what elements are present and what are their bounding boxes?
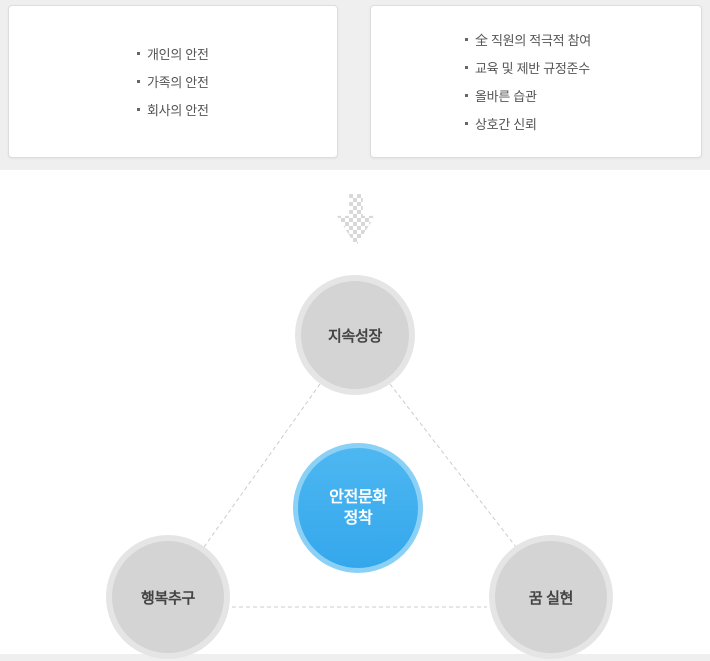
list-item: 가족의 안전 xyxy=(137,68,209,96)
list-item-text: 올바른 습관 xyxy=(475,89,537,104)
list-item: 全 직원의 적극적 참여 xyxy=(465,26,591,54)
list-item: 개인의 안전 xyxy=(137,40,209,68)
square-bullet-icon xyxy=(465,38,468,41)
square-bullet-icon xyxy=(137,108,140,111)
employee-participation-box: 全 직원의 적극적 참여 교육 및 제반 규정준수 올바른 습관 상호간 신뢰 xyxy=(370,5,702,158)
list-item-text: 개인의 안전 xyxy=(147,47,209,62)
circle-label: 지속성장 xyxy=(327,327,382,345)
list-item-text: 상호간 신뢰 xyxy=(475,117,537,132)
square-bullet-icon xyxy=(465,94,468,97)
list-item-text: 가족의 안전 xyxy=(147,75,209,90)
circle-safety-culture: 안전문화 정착 xyxy=(293,443,423,573)
circle-label: 안전문화 정착 xyxy=(329,487,387,529)
square-bullet-icon xyxy=(465,66,468,69)
square-bullet-icon xyxy=(465,122,468,125)
bottom-gray-strip xyxy=(0,654,710,661)
circle-label-line2: 정착 xyxy=(343,510,373,527)
circle-label-line1: 안전문화 xyxy=(329,489,387,506)
list-item-text: 회사의 안전 xyxy=(147,103,209,118)
list-item-text: 교육 및 제반 규정준수 xyxy=(475,61,590,76)
list-item: 올바른 습관 xyxy=(465,82,591,110)
list-item-text: 全 직원의 적극적 참여 xyxy=(475,33,591,48)
list-item: 교육 및 제반 규정준수 xyxy=(465,54,591,82)
list-item: 회사의 안전 xyxy=(137,96,209,124)
square-bullet-icon xyxy=(137,80,140,83)
circle-pursuit-of-happiness: 행복추구 xyxy=(106,535,230,659)
circle-label: 행복추구 xyxy=(140,589,195,607)
employee-participation-list: 全 직원의 적극적 참여 교육 및 제반 규정준수 올바른 습관 상호간 신뢰 xyxy=(465,26,591,138)
circle-label: 꿈 실현 xyxy=(528,589,574,607)
personal-safety-box: 개인의 안전 가족의 안전 회사의 안전 xyxy=(8,5,338,158)
personal-safety-list: 개인의 안전 가족의 안전 회사의 안전 xyxy=(137,40,209,124)
circle-dream-realization: 꿈 실현 xyxy=(489,535,613,659)
circle-sustained-growth: 지속성장 xyxy=(295,275,415,395)
list-item: 상호간 신뢰 xyxy=(465,110,591,138)
square-bullet-icon xyxy=(137,52,140,55)
